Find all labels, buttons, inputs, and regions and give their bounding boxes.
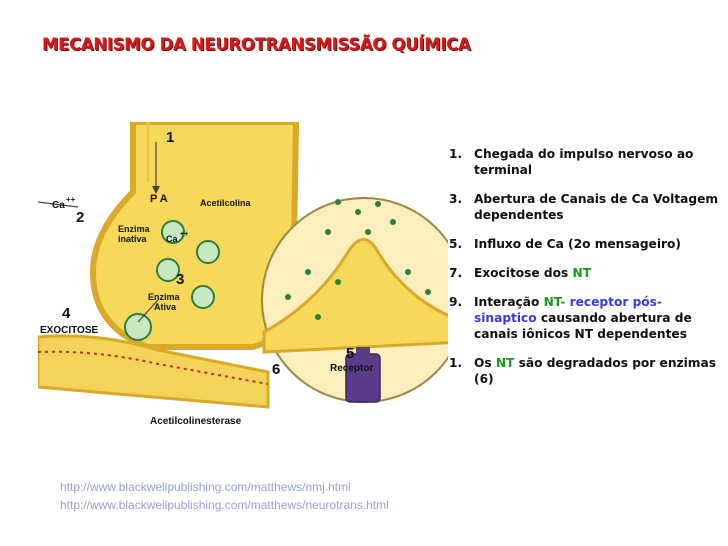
step-text: NT-	[543, 295, 566, 309]
ca-inner-label: Ca	[166, 234, 178, 244]
step-label-4: 4	[62, 305, 71, 322]
step-text: causando abertura de canais iônicos NT d…	[474, 311, 692, 341]
acetilcolinesterase-label: Acetilcolinesterase	[150, 416, 242, 427]
step-item: 5. Influxo de Ca (2o mensageiro)	[449, 236, 719, 252]
source-link-nmj[interactable]: http://www.blackwellpublishing.com/matth…	[60, 480, 351, 494]
step-label-5: 5	[346, 345, 354, 362]
step-label-6: 6	[272, 361, 280, 378]
step-text: Interação	[474, 295, 544, 309]
synapse-illustration: 1 2 3 4 5 6 Ca ++ P A Acetilcolina Enzim…	[38, 122, 448, 472]
step-label-1: 1	[166, 129, 174, 146]
step-item: 3. Abertura de Canais de Ca Voltagem depe…	[449, 191, 719, 223]
ca-outer-sup: ++	[66, 195, 76, 204]
enzima-ativa-label-2: Ativa	[154, 302, 177, 312]
page-title: MECANISMO DA NEUROTRANSMISSÃO QUÍMICA	[42, 35, 471, 54]
ca-inner-sup: ++	[180, 231, 188, 238]
pa-label: P A	[150, 193, 168, 205]
step-label-3: 3	[176, 271, 184, 288]
step-text: NT	[495, 356, 515, 370]
synaptic-vesicles	[124, 220, 220, 341]
enzima-inativa-label-2: inativa	[118, 234, 148, 244]
step-text: Chegada do impulso nervoso ao terminal	[474, 147, 694, 177]
step-number: 1.	[449, 356, 463, 370]
enzima-ativa-label-1: Enzima	[148, 292, 181, 302]
step-text: Influxo de Ca (2o mensageiro)	[474, 237, 681, 251]
receptor-icon	[345, 347, 381, 403]
step-number: 3.	[449, 192, 463, 206]
step-text: Exocitose dos	[474, 266, 573, 280]
mechanism-steps-list: 1. Chegada do impulso nervoso ao terminal…	[449, 146, 719, 400]
step-item: 9. Interação NT- receptor pós-sinaptico c…	[449, 294, 719, 342]
step-text: são degradados por enzimas (6)	[474, 356, 716, 386]
step-number: 7.	[449, 266, 463, 280]
exocitose-label: EXOCITOSE	[40, 325, 98, 336]
step-item: 1. Chegada do impulso nervoso ao terminal	[449, 146, 719, 178]
source-link-neurotrans[interactable]: http://www.blackwellpublishing.com/matth…	[60, 498, 389, 512]
ca-outer-label: Ca	[52, 200, 65, 211]
step-number: 1.	[449, 147, 463, 161]
step-number: 9.	[449, 295, 463, 309]
synapse-diagram: 1 2 3 4 5 6 Ca ++ P A Acetilcolina Enzim…	[38, 122, 448, 427]
receptor-label: Receptor	[330, 363, 373, 374]
step-item: 1. Os NT são degradados por enzimas (6)	[449, 355, 719, 387]
step-text: NT	[572, 266, 592, 280]
step-number: 5.	[449, 237, 463, 251]
step-item: 7. Exocitose dos NT	[449, 265, 719, 281]
step-label-2: 2	[76, 209, 84, 226]
acetilcolina-label: Acetilcolina	[200, 198, 252, 208]
step-text: receptor pós-sinaptico	[474, 295, 662, 325]
enzima-inativa-label-1: Enzima	[118, 224, 151, 234]
step-text: Abertura de Canais de Ca Voltagem depend…	[474, 192, 719, 222]
source-links: http://www.blackwellpublishing.com/matth…	[60, 478, 389, 514]
step-text: Os	[474, 356, 496, 370]
